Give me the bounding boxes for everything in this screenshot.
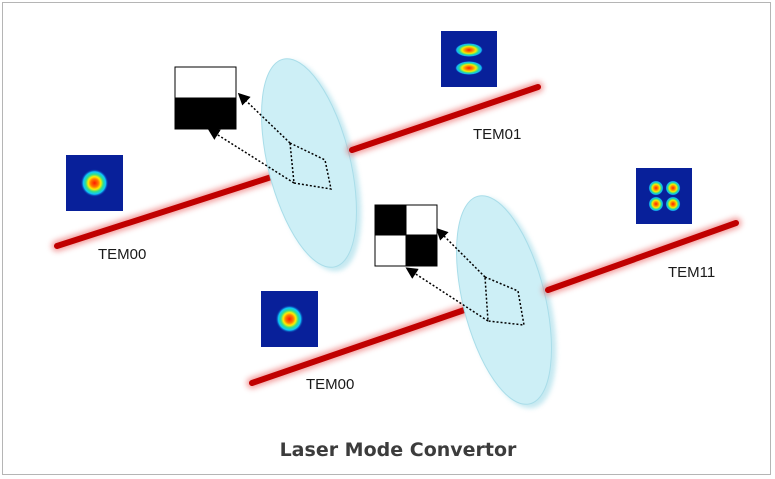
label-tem00-bottom: TEM00 xyxy=(306,376,354,393)
figure-frame xyxy=(2,2,771,475)
phase-plate-bottom xyxy=(456,195,557,409)
output-beam-bottom xyxy=(542,217,742,296)
label-tem00-top: TEM00 xyxy=(98,246,146,263)
phase-plate-top xyxy=(261,58,362,272)
phase-pattern-bottom xyxy=(374,204,438,267)
label-tem01: TEM01 xyxy=(473,126,521,143)
phase-pattern-top xyxy=(174,66,237,130)
mode-image-tem00-bottom xyxy=(261,291,318,347)
mode-image-tem11 xyxy=(636,168,692,224)
phase-region-top xyxy=(289,141,332,190)
phase-region-bottom xyxy=(484,275,525,326)
output-beam-top xyxy=(346,81,544,156)
figure-title: Laser Mode Convertor xyxy=(280,439,517,461)
label-tem11: TEM11 xyxy=(668,264,715,281)
mode-image-tem00-top xyxy=(66,155,123,211)
zoom-line-top-a xyxy=(237,92,291,144)
mode-image-tem01 xyxy=(441,31,497,87)
input-beam-bottom xyxy=(246,290,511,389)
zoom-line-top-b xyxy=(207,128,295,184)
zoom-line-bottom-a xyxy=(435,227,486,278)
